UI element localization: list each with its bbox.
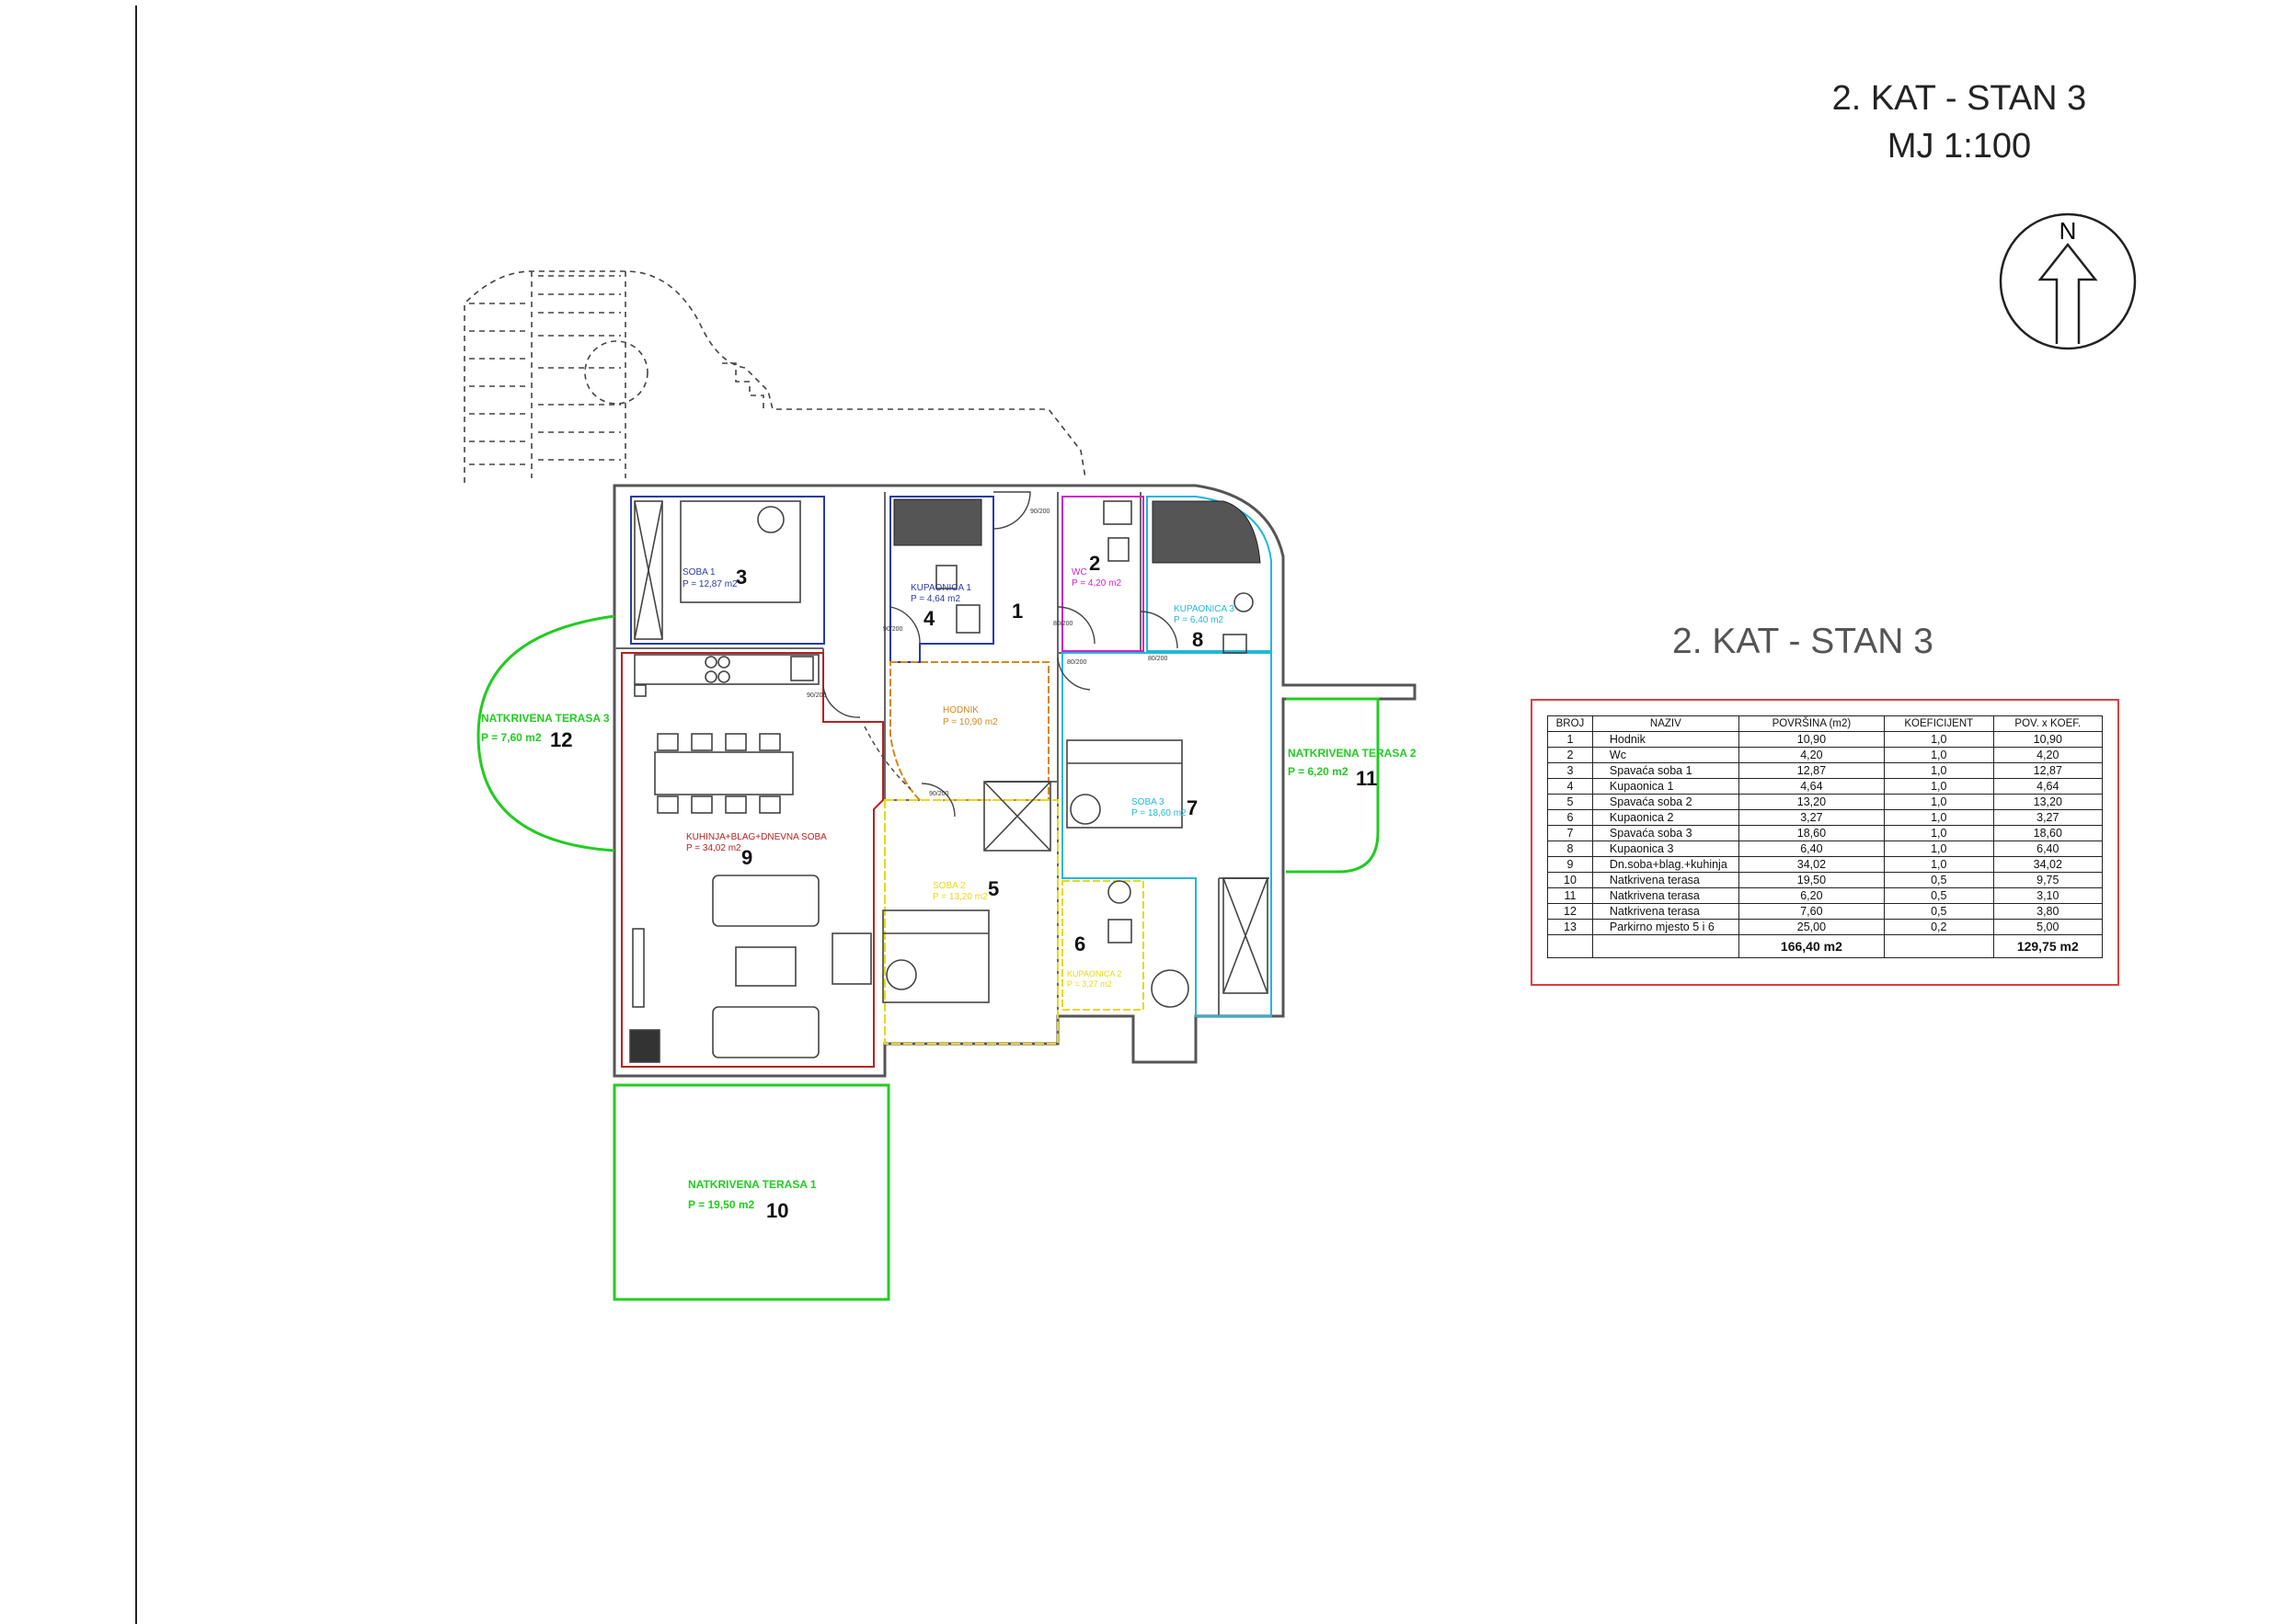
room-number: 6 <box>1074 932 1085 955</box>
room-labels: HODNIK P = 10,90 m2 1 WC P = 4,20 m2 2 S… <box>481 552 1417 1222</box>
room-name-terasa-1: NATKRIVENA TERASA 1 <box>688 1178 817 1191</box>
shower-tiles <box>893 498 1261 564</box>
room-area-kupaonica-1: P = 4,64 m2 <box>911 594 960 604</box>
room-area-terasa-3: P = 7,60 m2 <box>481 731 542 744</box>
door-label: 80/200 <box>1053 621 1073 627</box>
table-cell: Spavaća soba 2 <box>1591 794 1739 810</box>
room-number: 7 <box>1187 796 1198 819</box>
door-label: 80/200 <box>1067 659 1087 666</box>
plan-scale: MJ 1:100 <box>1887 127 2032 166</box>
table-heading: 2. KAT - STAN 3 <box>1672 622 1933 661</box>
furniture <box>629 500 1268 1063</box>
table-cell: 18,60 <box>1992 825 2104 841</box>
room-outline-terasa-3 <box>476 614 615 852</box>
room-area-terasa-2: P = 6,20 m2 <box>1288 765 1348 778</box>
room-number: 5 <box>988 877 999 900</box>
north-letter: N <box>2059 217 2077 245</box>
room-outline-soba-2 <box>884 799 1059 1045</box>
room-outline-kupaonica-3 <box>1146 496 1272 652</box>
table-header-row: BROJ NAZIV POVRŠINA (m2) KOEFICIJENT POV… <box>1547 715 2104 732</box>
table-cell: 34,02 <box>1992 856 2104 873</box>
room-area-dnevna: P = 34,02 m2 <box>686 843 741 853</box>
table-cell: 13,20 <box>1992 794 2104 810</box>
room-name-kupaonica-2: KUPAONICA 2 <box>1067 969 1121 978</box>
room-area-soba-1: P = 12,87 m2 <box>683 579 738 589</box>
table-cell: Natkrivena terasa <box>1591 887 1739 904</box>
room-name-terasa-2: NATKRIVENA TERASA 2 <box>1288 747 1417 760</box>
table-frame <box>1531 699 2119 986</box>
table-cell: 3,80 <box>1992 903 2104 920</box>
room-area-soba-3: P = 18,60 m2 <box>1131 808 1187 818</box>
room-outline-soba-3 <box>1061 652 1272 1017</box>
room-area-soba-2: P = 13,20 m2 <box>933 892 988 902</box>
room-outline-terasa-1 <box>613 1083 890 1301</box>
room-number: 2 <box>1089 552 1100 575</box>
room-outline-terasa-2 <box>1286 697 1380 874</box>
room-name-dnevna: KUHINJA+BLAG+DNEVNA SOBA <box>686 832 827 842</box>
table-cell: 34,02 <box>1738 856 1885 873</box>
room-number: 11 <box>1356 767 1377 790</box>
plan-title: 2. KAT - STAN 3 <box>1831 79 2087 118</box>
room-outline-wc <box>1061 496 1144 652</box>
left-margin-line <box>135 6 137 1624</box>
room-name-hodnik: HODNIK <box>943 705 979 715</box>
room-number: 1 <box>1012 600 1023 623</box>
room-number: 3 <box>736 566 747 589</box>
dashed-stair-outline <box>464 270 1086 483</box>
room-name-soba-3: SOBA 3 <box>1131 797 1164 807</box>
door-label: 90/200 <box>1030 509 1050 515</box>
room-outline-hodnik <box>889 661 1050 801</box>
table-cell: Natkrivena terasa <box>1591 903 1739 920</box>
room-name-terasa-3: NATKRIVENA TERASA 3 <box>481 712 610 725</box>
door-label: 90/200 <box>883 626 903 633</box>
table-cell: 1,0 <box>1883 794 1994 810</box>
table-cell: 4,64 <box>1992 778 2104 795</box>
room-area-kupaonica-3: P = 6,40 m2 <box>1174 615 1223 625</box>
room-area-hodnik: P = 10,90 m2 <box>943 717 998 727</box>
col-pov-koef: POV. x KOEF. <box>1992 715 2104 732</box>
table-cell: 10 <box>1547 872 1593 888</box>
room-number: 10 <box>766 1199 788 1222</box>
room-name-soba-2: SOBA 2 <box>933 881 966 891</box>
table-total-row: 166,40 m2 129,75 m2 <box>1547 934 2104 958</box>
room-name-wc: WC <box>1072 567 1087 578</box>
door-label: 90/200 <box>807 692 827 699</box>
room-outline-soba-1 <box>630 496 825 645</box>
door-label: 80/200 <box>1148 656 1168 662</box>
table-cell: Natkrivena terasa <box>1591 872 1739 888</box>
total-weighted: 129,75 m2 <box>1992 934 2104 958</box>
room-name-kupaonica-3: KUPAONICA 3 <box>1174 604 1234 614</box>
area-table: BROJ NAZIV POVRŠINA (m2) KOEFICIJENT POV… <box>1547 715 2104 958</box>
room-area-kupaonica-2: P = 3,27 m2 <box>1067 979 1112 989</box>
room-name-soba-1: SOBA 1 <box>683 567 716 578</box>
table-cell: 0,5 <box>1883 887 1994 904</box>
room-area-wc: P = 4,20 m2 <box>1072 578 1121 589</box>
table-cell: 3,27 <box>1992 809 2104 826</box>
room-outline-kupaonica-2 <box>1061 880 1144 1011</box>
table-cell: Dn.soba+blag.+kuhinja <box>1591 856 1739 873</box>
room-outline-dnevna <box>621 652 884 1068</box>
room-number: 8 <box>1192 628 1203 651</box>
total-area: 166,40 m2 <box>1738 934 1885 958</box>
room-name-kupaonica-1: KUPAONICA 1 <box>911 583 971 593</box>
north-arrow-icon: N <box>1999 212 2137 350</box>
door-swings <box>822 491 1178 818</box>
door-label: 90/200 <box>929 791 949 797</box>
room-number: 9 <box>741 846 752 869</box>
room-number: 12 <box>550 728 572 751</box>
door-labels: 90/200 80/200 90/200 90/200 80/200 80/20… <box>807 509 1168 797</box>
room-number: 4 <box>924 607 935 630</box>
room-area-terasa-1: P = 19,50 m2 <box>688 1198 754 1211</box>
